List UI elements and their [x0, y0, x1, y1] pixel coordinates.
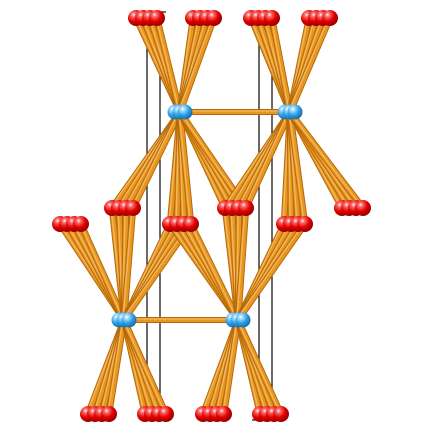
orange-bond-highlight	[270, 16, 290, 112]
orange-bond	[177, 15, 217, 115]
orange-bond-highlight	[107, 318, 124, 414]
red-atom	[158, 406, 174, 422]
blue-atom	[235, 312, 251, 328]
red-atom	[101, 406, 117, 422]
orange-bond-highlight	[236, 318, 281, 414]
orange-bond	[235, 221, 308, 323]
orange-bond-highlight	[79, 222, 124, 320]
orange-bond-highlight	[122, 206, 133, 320]
red-atom	[183, 216, 199, 232]
orange-bond-highlight	[288, 16, 330, 112]
blue-atom	[177, 104, 193, 120]
red-atom	[73, 216, 89, 232]
bonds-group	[56, 14, 367, 418]
orange-bond-highlight	[244, 110, 290, 208]
orange-bond	[221, 317, 241, 417]
orange-bond-highlight	[131, 110, 180, 208]
red-atom	[149, 10, 165, 26]
orange-bond-highlight	[178, 16, 214, 112]
orange-bond	[235, 205, 249, 323]
orange-bond	[130, 109, 183, 211]
orange-bond-highlight	[155, 16, 180, 112]
orange-bond-highlight	[236, 206, 246, 320]
orange-bond-highlight	[288, 110, 305, 224]
red-atom	[264, 10, 280, 26]
orange-bond-highlight	[222, 318, 238, 414]
orange-bond-highlight	[236, 222, 305, 320]
red-atom	[297, 216, 313, 232]
orange-bond	[243, 109, 293, 211]
blue-atom	[121, 312, 137, 328]
orange-bond	[121, 205, 136, 323]
red-atom	[273, 406, 289, 422]
red-atom	[206, 10, 222, 26]
orange-bond-highlight	[122, 318, 166, 414]
orange-bond-highlight	[178, 110, 191, 224]
red-atom	[355, 200, 371, 216]
orange-bond-highlight	[288, 110, 363, 208]
red-atom	[322, 10, 338, 26]
red-atom	[125, 200, 141, 216]
atoms-group	[52, 10, 371, 422]
orange-bond	[287, 109, 308, 227]
orange-bond	[269, 15, 293, 115]
orange-bond	[287, 15, 333, 115]
orange-bond	[177, 109, 194, 227]
orange-bond-highlight	[189, 222, 238, 320]
blue-atom	[287, 104, 303, 120]
orange-bond	[154, 15, 183, 115]
red-atom	[238, 200, 254, 216]
red-atom	[216, 406, 232, 422]
orange-bond	[106, 317, 127, 417]
